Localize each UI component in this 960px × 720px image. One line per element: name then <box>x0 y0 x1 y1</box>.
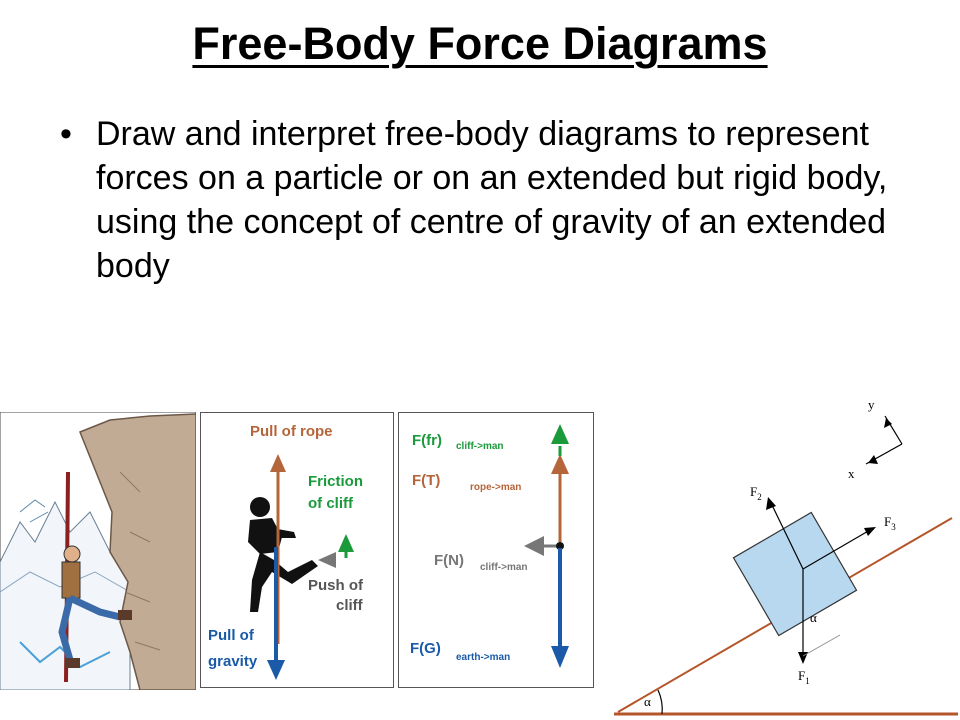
alpha-base-label: α <box>644 694 651 709</box>
ffr-sub-label: cliff->man <box>456 441 504 452</box>
fn-label: F(N) <box>434 552 464 569</box>
fg-sub-label: earth->man <box>456 652 510 663</box>
push-arrow-icon <box>318 552 336 568</box>
friction-fbd-arrow-icon <box>551 424 569 444</box>
gravity-label-line1: Pull of <box>208 627 255 644</box>
incline-diagram: y x α F2 F3 F1 α <box>614 397 958 716</box>
gravity-label-line2: gravity <box>208 653 258 670</box>
friction-arrow-icon <box>338 534 354 552</box>
climber-illustration <box>0 412 196 690</box>
tension-arrow-icon <box>551 454 569 474</box>
bullet-item: • Draw and interpret free-body diagrams … <box>60 112 900 288</box>
axes-icon <box>865 415 903 465</box>
friction-label-line1: Friction <box>308 473 363 490</box>
gravity-fbd-arrow-icon <box>551 646 569 668</box>
ft-label: F(T) <box>412 472 440 489</box>
gravity-arrow-icon <box>267 660 285 680</box>
block <box>732 511 858 637</box>
free-body-diagram-panel: F(fr) cliff->man F(T) rope->man F(N) cli… <box>398 412 594 688</box>
ft-sub-label: rope->man <box>470 482 521 493</box>
f1-label: F1 <box>798 668 810 686</box>
bullet-dot-icon: • <box>60 115 72 153</box>
push-label-line1: Push of <box>308 577 364 594</box>
fg-label: F(G) <box>410 640 441 657</box>
x-axis-label: x <box>848 466 855 481</box>
bullet-text: Draw and interpret free-body diagrams to… <box>96 115 888 285</box>
fn-sub-label: cliff->man <box>480 562 528 573</box>
forces-panel: Pull of rope Friction of cliff Push of c… <box>200 412 394 688</box>
friction-label-line2: of cliff <box>308 495 354 512</box>
f2-label: F2 <box>750 484 762 502</box>
normal-arrow-icon <box>524 536 544 556</box>
alpha-block-label: α <box>810 610 817 625</box>
rope-arrow-icon <box>270 454 286 472</box>
y-axis-label: y <box>868 397 875 412</box>
slide-title: Free-Body Force Diagrams <box>192 18 768 69</box>
ffr-label: F(fr) <box>412 432 442 449</box>
pull-of-rope-label: Pull of rope <box>250 423 333 440</box>
push-label-line2: cliff <box>336 597 364 614</box>
climber-silhouette <box>248 497 318 612</box>
f3-label: F3 <box>884 514 896 532</box>
